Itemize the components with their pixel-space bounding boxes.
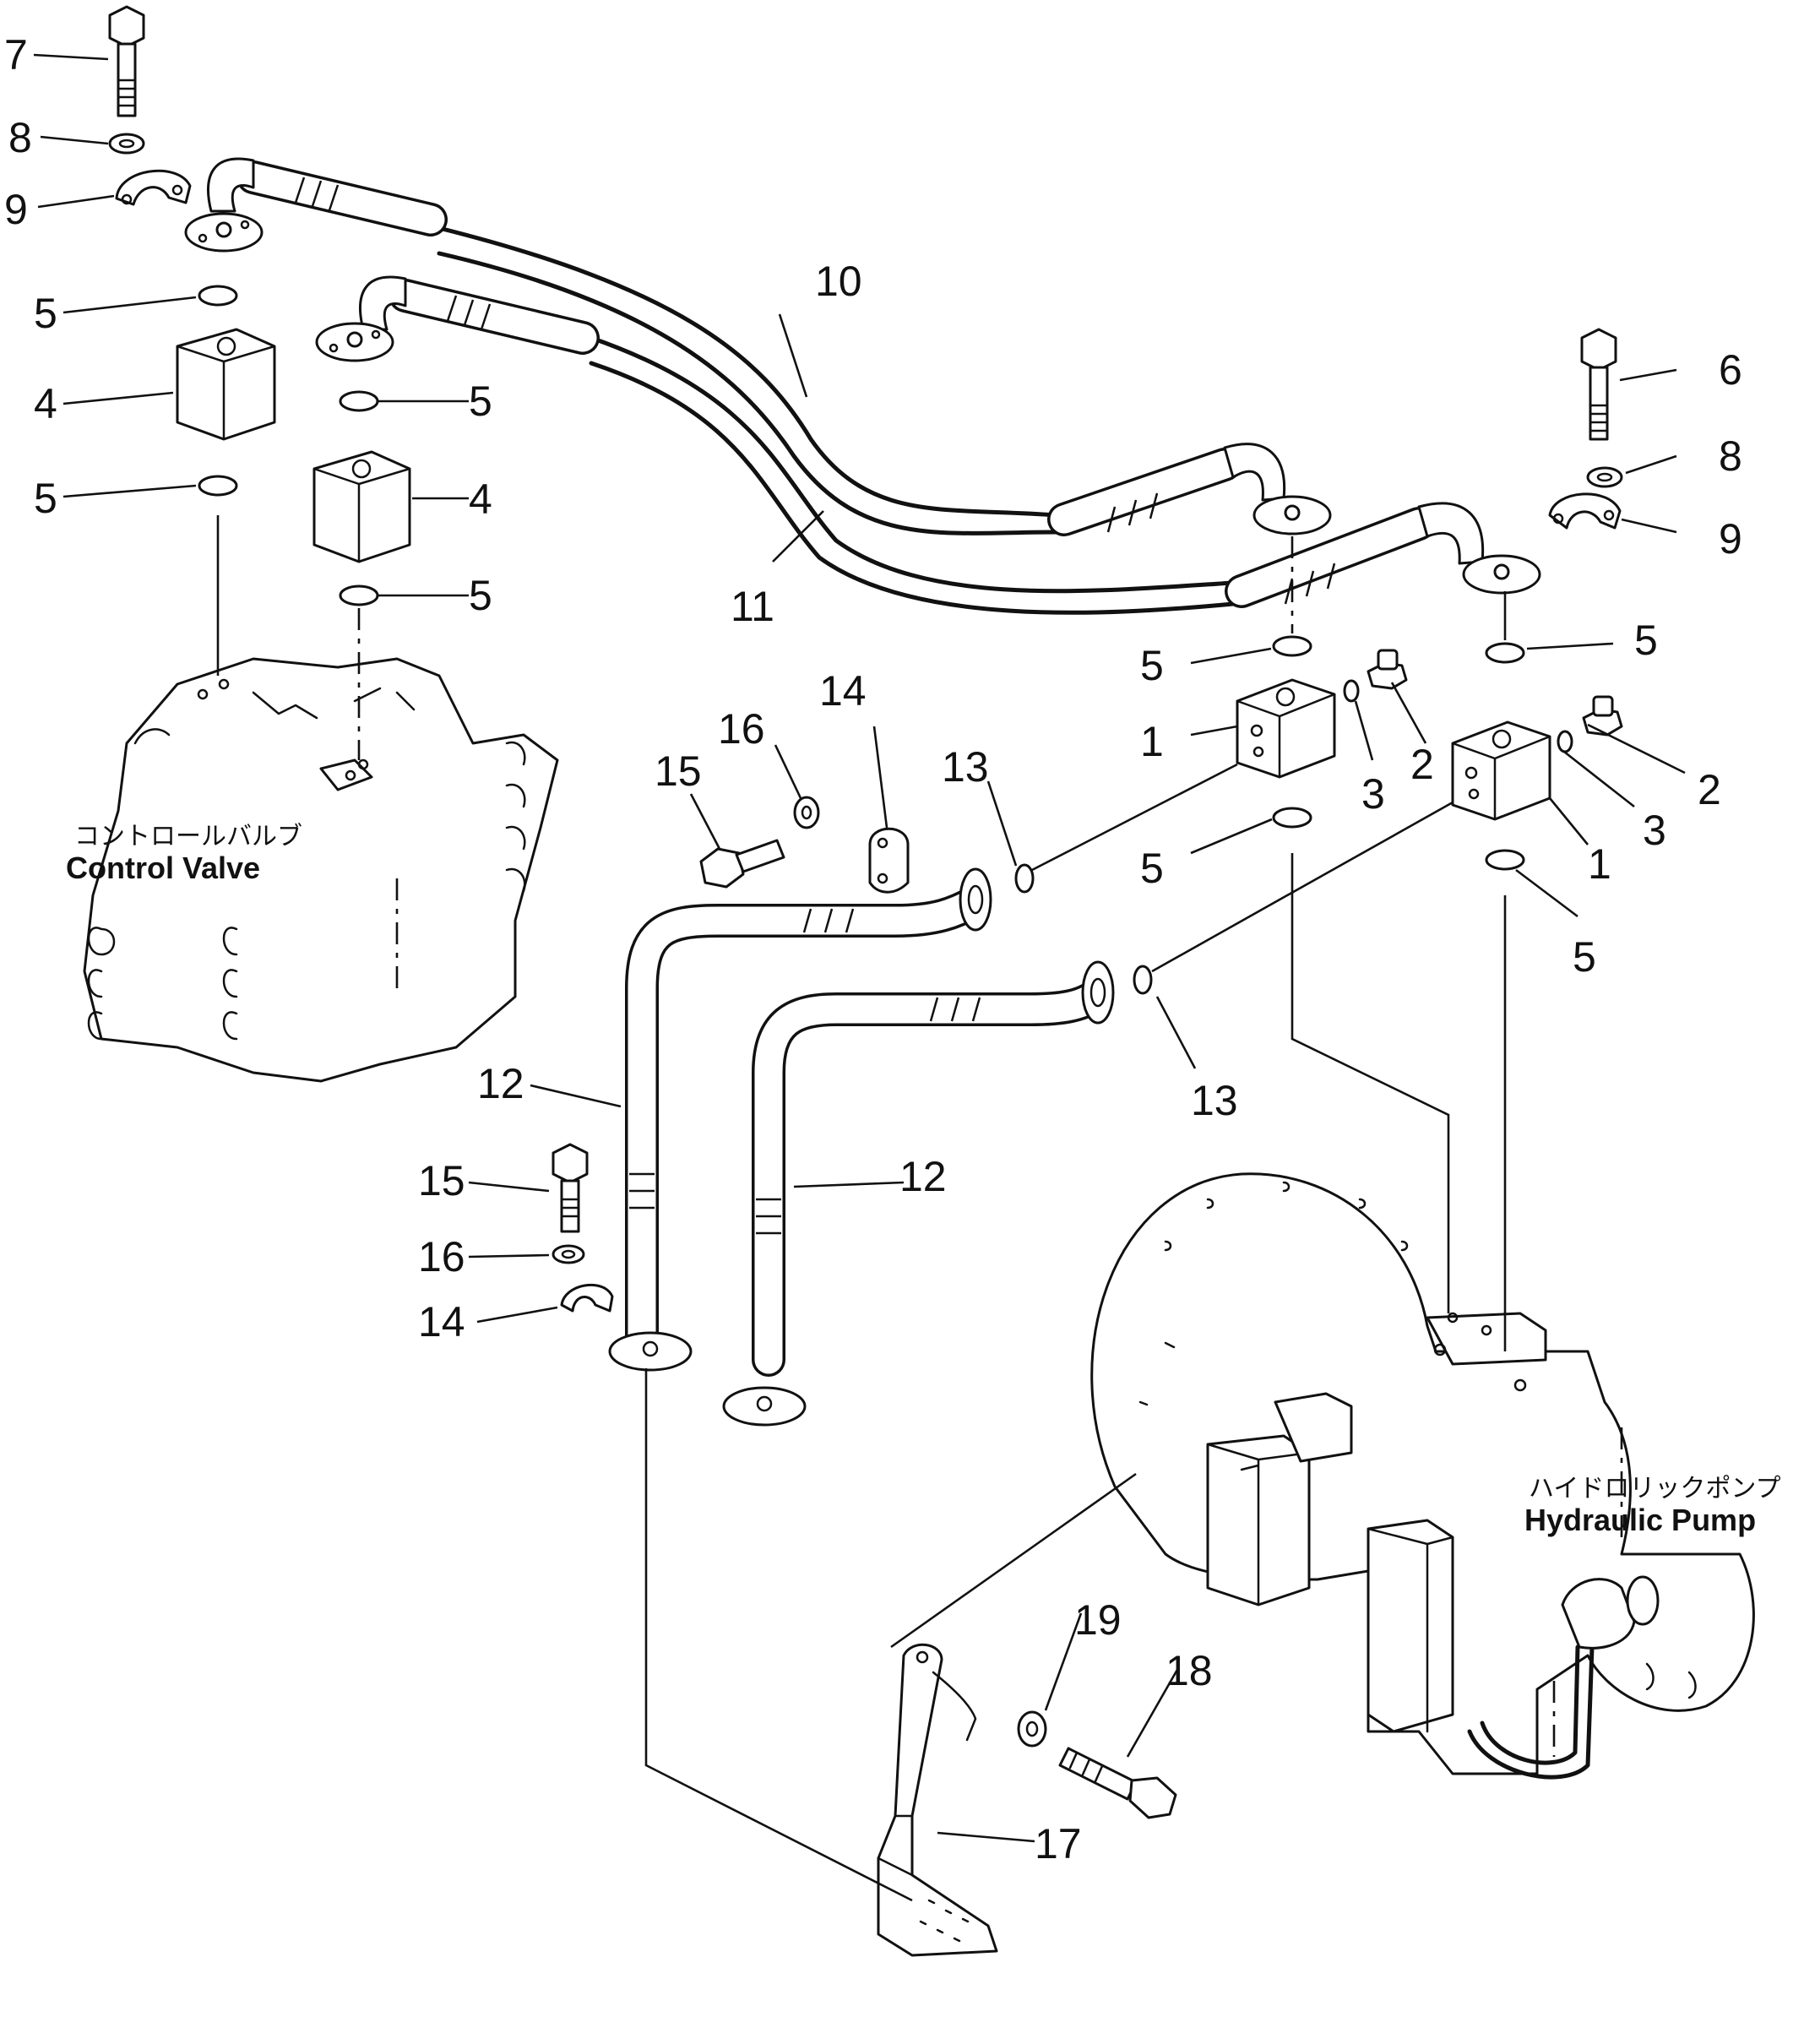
- flange-hose-10-right: [1252, 495, 1332, 535]
- hose-11: [359, 275, 1236, 615]
- o-ring-5-c: [339, 390, 379, 412]
- o-ring-5-g: [1272, 807, 1312, 829]
- bracket-17: [877, 1643, 998, 1957]
- callout-19: 19: [1074, 1596, 1122, 1644]
- o-ring-5-a: [198, 285, 238, 307]
- o-ring-3-left: [1343, 679, 1360, 703]
- callout-5-h: 5: [1573, 933, 1596, 981]
- callout-7: 7: [4, 31, 28, 79]
- flange-hose-11-right: [1462, 554, 1541, 595]
- callout-4-left: 4: [34, 380, 57, 427]
- block-1-left: [1236, 678, 1336, 779]
- callout-9-left: 9: [4, 186, 28, 233]
- o-ring-13-upper: [1014, 863, 1035, 894]
- callout-9-right: 9: [1719, 515, 1742, 563]
- bolt-7: [108, 5, 145, 117]
- o-ring-5-d: [339, 584, 379, 606]
- callout-3-left: 3: [1361, 770, 1385, 818]
- hydraulic-pump-label-jp: ハイドロリックポンプ: [1529, 1474, 1781, 1503]
- washer-8-right: [1586, 466, 1623, 488]
- callout-3-right: 3: [1643, 807, 1666, 854]
- line-12-to-17: [644, 1368, 913, 1902]
- washer-8-left: [108, 133, 145, 155]
- callout-8-left: 8: [8, 114, 32, 161]
- clamp-9-left: [115, 169, 192, 206]
- hydraulic-pump-label-en: Hydraulic Pump: [1524, 1503, 1756, 1537]
- clamp-14-upper: [868, 827, 910, 894]
- washer-19: [1017, 1710, 1047, 1748]
- callout-18: 18: [1166, 1647, 1213, 1694]
- plug-2-left: [1367, 649, 1408, 690]
- callout-4-center: 4: [469, 476, 492, 523]
- callout-15-lower: 15: [418, 1157, 465, 1204]
- washer-16-upper: [793, 796, 820, 829]
- callout-13-upper: 13: [942, 743, 989, 791]
- flange-hose-12-right-bottom: [722, 1386, 807, 1427]
- callout-14-upper: 14: [819, 667, 867, 715]
- callout-15-upper: 15: [655, 747, 702, 795]
- callout-1-left: 1: [1140, 718, 1164, 765]
- callout-5-a: 5: [34, 290, 57, 337]
- clamp-14-lower: [560, 1283, 614, 1313]
- callout-8-right: 8: [1719, 432, 1742, 480]
- o-ring-5-e: [1272, 635, 1312, 657]
- callout-2-left: 2: [1410, 741, 1434, 788]
- block-1-right: [1451, 720, 1551, 821]
- line-17-to-pump: [890, 1472, 1137, 1649]
- block-4-left: [176, 328, 276, 441]
- o-ring-5-b: [198, 475, 238, 497]
- callout-numbers: 7 8 9 5 4 5 5 4 5 10 11 6 8 9 5 5 1 2 3 …: [4, 31, 1742, 1867]
- callout-17: 17: [1035, 1820, 1082, 1867]
- control-valve: コントロールバルブ Control Valve: [66, 657, 559, 1083]
- callout-1-right: 1: [1588, 840, 1611, 888]
- bolt-15-lower: [552, 1143, 589, 1233]
- callout-13-lower: 13: [1191, 1077, 1238, 1124]
- hose-11-right-end: [1225, 502, 1485, 608]
- o-ring-5-f: [1485, 642, 1525, 664]
- callout-2-right: 2: [1698, 766, 1721, 813]
- block-4-center: [312, 450, 411, 563]
- callout-12-left: 12: [477, 1060, 524, 1107]
- bolt-18: [1058, 1747, 1177, 1819]
- hose-10-right-end: [1047, 443, 1286, 536]
- hose-12-right: [752, 960, 1115, 1377]
- callout-10: 10: [815, 258, 862, 305]
- callout-16-lower: 16: [418, 1233, 465, 1280]
- flange-hose-10-left: [184, 212, 264, 253]
- hose-10: [207, 157, 1058, 535]
- callout-5-b: 5: [34, 475, 57, 522]
- control-valve-label-jp: コントロールバルブ: [74, 822, 302, 851]
- o-ring-3-right: [1557, 730, 1573, 753]
- washer-16-lower: [552, 1244, 585, 1264]
- callout-leaders: [33, 53, 1686, 1843]
- bolt-15-upper: [699, 839, 785, 889]
- callout-5-c: 5: [469, 378, 492, 425]
- control-valve-label-en: Control Valve: [66, 851, 260, 885]
- o-ring-13-lower: [1133, 965, 1153, 995]
- callout-16-upper: 16: [718, 705, 765, 753]
- flange-hose-12-left-bottom: [608, 1331, 693, 1372]
- line-5g-to-pump: [1291, 853, 1450, 1313]
- callout-5-e: 5: [1140, 642, 1164, 689]
- clamp-9-right: [1548, 492, 1622, 530]
- bolt-6: [1580, 328, 1617, 441]
- plug-2-right: [1582, 695, 1623, 737]
- callout-5-f: 5: [1634, 617, 1658, 664]
- callout-12-right: 12: [899, 1153, 947, 1200]
- callout-14-lower: 14: [418, 1298, 465, 1345]
- callout-5-d: 5: [469, 572, 492, 619]
- flange-hose-11-left: [315, 322, 394, 362]
- hose-12-left: [625, 867, 992, 1368]
- hydraulic-pump: ハイドロリックポンプ Hydraulic Pump: [1090, 1172, 1781, 1780]
- callout-5-g: 5: [1140, 845, 1164, 892]
- o-ring-5-h: [1485, 849, 1525, 871]
- callout-6: 6: [1719, 346, 1742, 394]
- callout-11: 11: [731, 583, 774, 630]
